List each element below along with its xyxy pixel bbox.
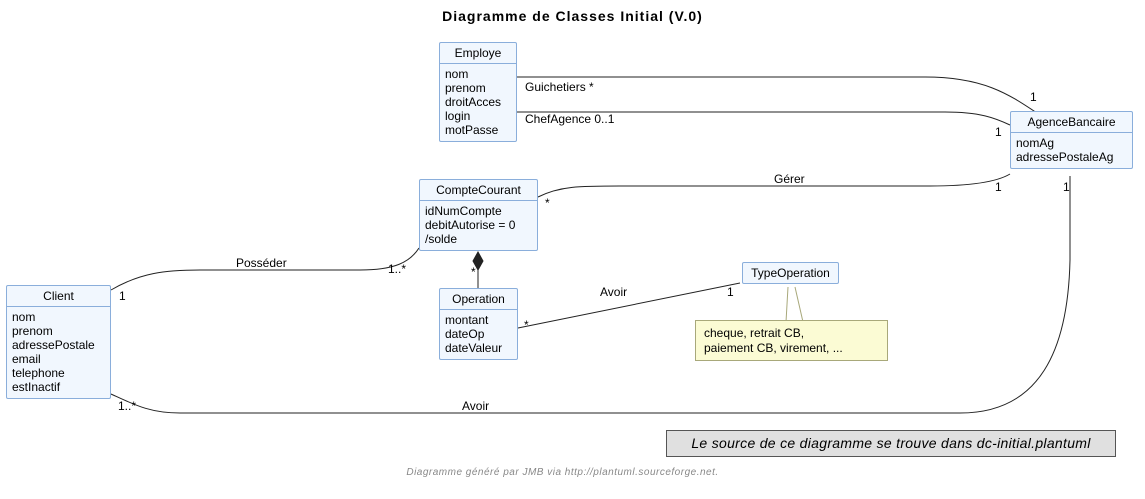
avoir-agence-mult-agence: 1 — [1063, 180, 1070, 194]
avoir-agence-label: Avoir — [462, 399, 490, 413]
guichetiers-line — [517, 76, 1041, 116]
class-name: AgenceBancaire — [1011, 112, 1132, 133]
attribute: prenom — [445, 81, 486, 95]
class-name: Operation — [440, 289, 517, 310]
chefagence-mult-agence: 1 — [995, 125, 1002, 139]
attribute: dateValeur — [445, 341, 503, 355]
attribute: login — [445, 109, 471, 123]
chefagence-line — [517, 111, 1011, 126]
class-client[interactable]: Client nom prenom adressePostale email t… — [6, 285, 111, 399]
class-name: CompteCourant — [420, 180, 537, 201]
gerer-line — [537, 173, 1011, 198]
attribute: estInactif — [12, 380, 61, 394]
class-attributes: nom prenom droitAcces login motPasse — [440, 64, 516, 141]
avoir-type-label: Avoir — [600, 285, 628, 299]
attribute: dateOp — [445, 327, 485, 341]
composition-diamond — [472, 250, 484, 272]
posseder-line — [110, 247, 420, 291]
composition-mult-operation: * — [471, 265, 476, 279]
attribute: telephone — [12, 366, 65, 380]
diagram-title: Diagramme de Classes Initial (V.0) — [442, 8, 703, 24]
class-attributes: nomAg adressePostaleAg — [1011, 133, 1132, 168]
chefagence-label: ChefAgence 0..1 — [525, 112, 615, 126]
note-line: paiement CB, virement, ... — [704, 341, 843, 355]
avoir-agence-line — [110, 176, 1071, 414]
class-typeoperation[interactable]: TypeOperation — [742, 262, 839, 284]
attribute: montant — [445, 313, 489, 327]
guichetiers-mult-agence: 1 — [1030, 90, 1037, 104]
note-line: cheque, retrait CB, — [704, 326, 805, 340]
attribute: nom — [445, 67, 469, 81]
attribute: prenom — [12, 324, 53, 338]
note-connector — [785, 286, 804, 323]
attribute: email — [12, 352, 41, 366]
guichetiers-label: Guichetiers * — [525, 80, 594, 94]
gerer-label: Gérer — [774, 172, 805, 186]
avoir-agence-mult-client: 1..* — [118, 399, 137, 413]
attribute: adressePostale — [12, 338, 95, 352]
attribute: debitAutorise = 0 — [425, 218, 516, 232]
class-name: TypeOperation — [751, 266, 830, 280]
class-attributes: montant dateOp dateValeur — [440, 310, 517, 359]
class-name: Client — [7, 286, 110, 307]
attribute: droitAcces — [445, 95, 502, 109]
attribute: idNumCompte — [425, 204, 502, 218]
class-operation[interactable]: Operation montant dateOp dateValeur — [439, 288, 518, 360]
class-name: Employe — [440, 43, 516, 64]
class-attributes: idNumCompte debitAutorise = 0 /solde — [420, 201, 537, 250]
posseder-mult-compte: 1..* — [388, 262, 407, 276]
class-comptecourant[interactable]: CompteCourant idNumCompte debitAutorise … — [419, 179, 538, 251]
posseder-label: Posséder — [236, 256, 287, 270]
gerer-mult-agence: 1 — [995, 180, 1002, 194]
attribute: motPasse — [445, 123, 499, 137]
gerer-mult-compte: * — [545, 196, 550, 210]
note-typeoperation: cheque, retrait CB, paiement CB, viremen… — [695, 320, 888, 361]
attribute: nomAg — [1016, 136, 1055, 150]
class-employe[interactable]: Employe nom prenom droitAcces login motP… — [439, 42, 517, 142]
footer-credit: Diagramme généré par JMB via http://plan… — [406, 467, 719, 478]
class-attributes: nom prenom adressePostale email telephon… — [7, 307, 110, 398]
attribute: /solde — [425, 232, 458, 246]
attribute: nom — [12, 310, 36, 324]
avoir-type-line — [517, 282, 741, 329]
avoir-type-mult-operation: * — [524, 318, 529, 332]
class-agencebancaire[interactable]: AgenceBancaire nomAg adressePostaleAg — [1010, 111, 1133, 169]
source-note: Le source de ce diagramme se trouve dans… — [666, 430, 1116, 457]
attribute: adressePostaleAg — [1016, 150, 1114, 164]
posseder-mult-client: 1 — [119, 289, 126, 303]
avoir-type-mult-type: 1 — [727, 285, 734, 299]
